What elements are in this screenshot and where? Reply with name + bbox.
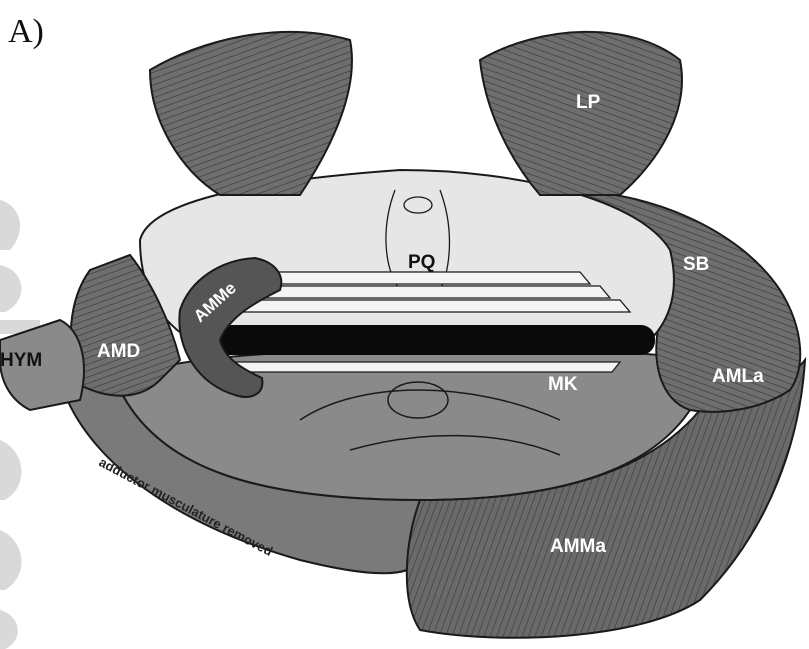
label-pq: PQ	[408, 252, 435, 273]
lp-muscle-left	[150, 32, 352, 195]
panel-label: A)	[8, 13, 44, 50]
label-mk: MK	[548, 374, 578, 395]
label-lp: LP	[576, 92, 601, 113]
label-amd: AMD	[97, 341, 140, 362]
lp-muscle-right	[480, 32, 682, 195]
label-amma: AMMa	[550, 536, 606, 557]
label-hym: HYM	[0, 350, 42, 371]
label-amla: AMLa	[712, 366, 764, 387]
left-edge-watermark	[0, 200, 40, 649]
jaw-bar	[215, 325, 655, 355]
label-sb: SB	[683, 254, 709, 275]
